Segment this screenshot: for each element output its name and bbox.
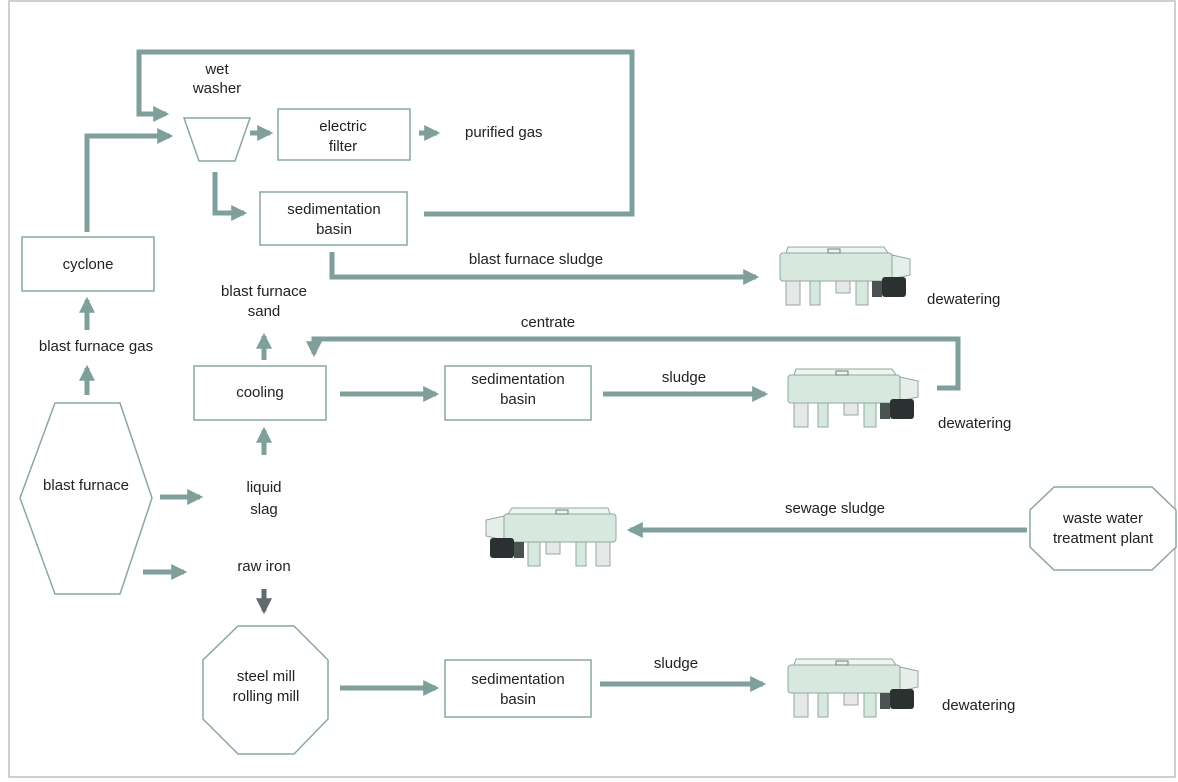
dewatering-label-top: dewatering	[927, 291, 1000, 308]
cyclone-box	[21, 236, 155, 292]
blast-furnace-label: blast furnace	[43, 477, 129, 494]
sewage-sludge-label: sewage sludge	[785, 500, 885, 517]
flow-lines	[78, 49, 1027, 697]
sedimentation-basin-mid-box	[444, 365, 592, 421]
dewatering-label-mid: dewatering	[938, 415, 1011, 432]
electric-filter-box	[277, 108, 411, 161]
arrow-recirculation-loop	[136, 49, 635, 217]
decanter-centrifuge-sewage-icon	[485, 507, 617, 567]
cooling-box	[193, 365, 327, 421]
purified-gas-label: purified gas	[465, 124, 543, 141]
cyclone-label: cyclone	[63, 256, 114, 273]
wet-washer-shape	[182, 117, 252, 162]
arrow-centrate-return	[305, 336, 961, 391]
blast-furnace-shape	[19, 402, 153, 595]
sludge-bottom-label: sludge	[654, 655, 698, 672]
waste-water-plant-shape	[1029, 486, 1177, 571]
arrow-cyclone-to-washer	[84, 127, 174, 232]
dewatering-label-bottom: dewatering	[942, 697, 1015, 714]
arrow-blast-furnace-sludge	[329, 252, 760, 286]
sludge-mid-label: sludge	[662, 369, 706, 386]
sedimentation-basin-bottom-box	[444, 659, 592, 718]
centrate-label: centrate	[521, 314, 575, 331]
cooling-label: cooling	[236, 384, 284, 401]
arrow-washer-to-basin	[212, 172, 248, 222]
blast-furnace-sludge-label: blast furnace sludge	[469, 251, 603, 268]
decanter-centrifuge-bottom-icon	[787, 658, 919, 718]
steel-mill-shape	[202, 625, 329, 755]
sedimentation-basin-top-box	[259, 191, 408, 246]
decanter-centrifuge-mid-icon	[787, 368, 919, 428]
blast-furnace-gas-label: blast furnace gas	[39, 338, 153, 355]
decanter-centrifuge-top-icon	[779, 246, 911, 306]
outer-frame	[8, 0, 1176, 778]
raw-iron-label: raw iron	[237, 558, 290, 575]
